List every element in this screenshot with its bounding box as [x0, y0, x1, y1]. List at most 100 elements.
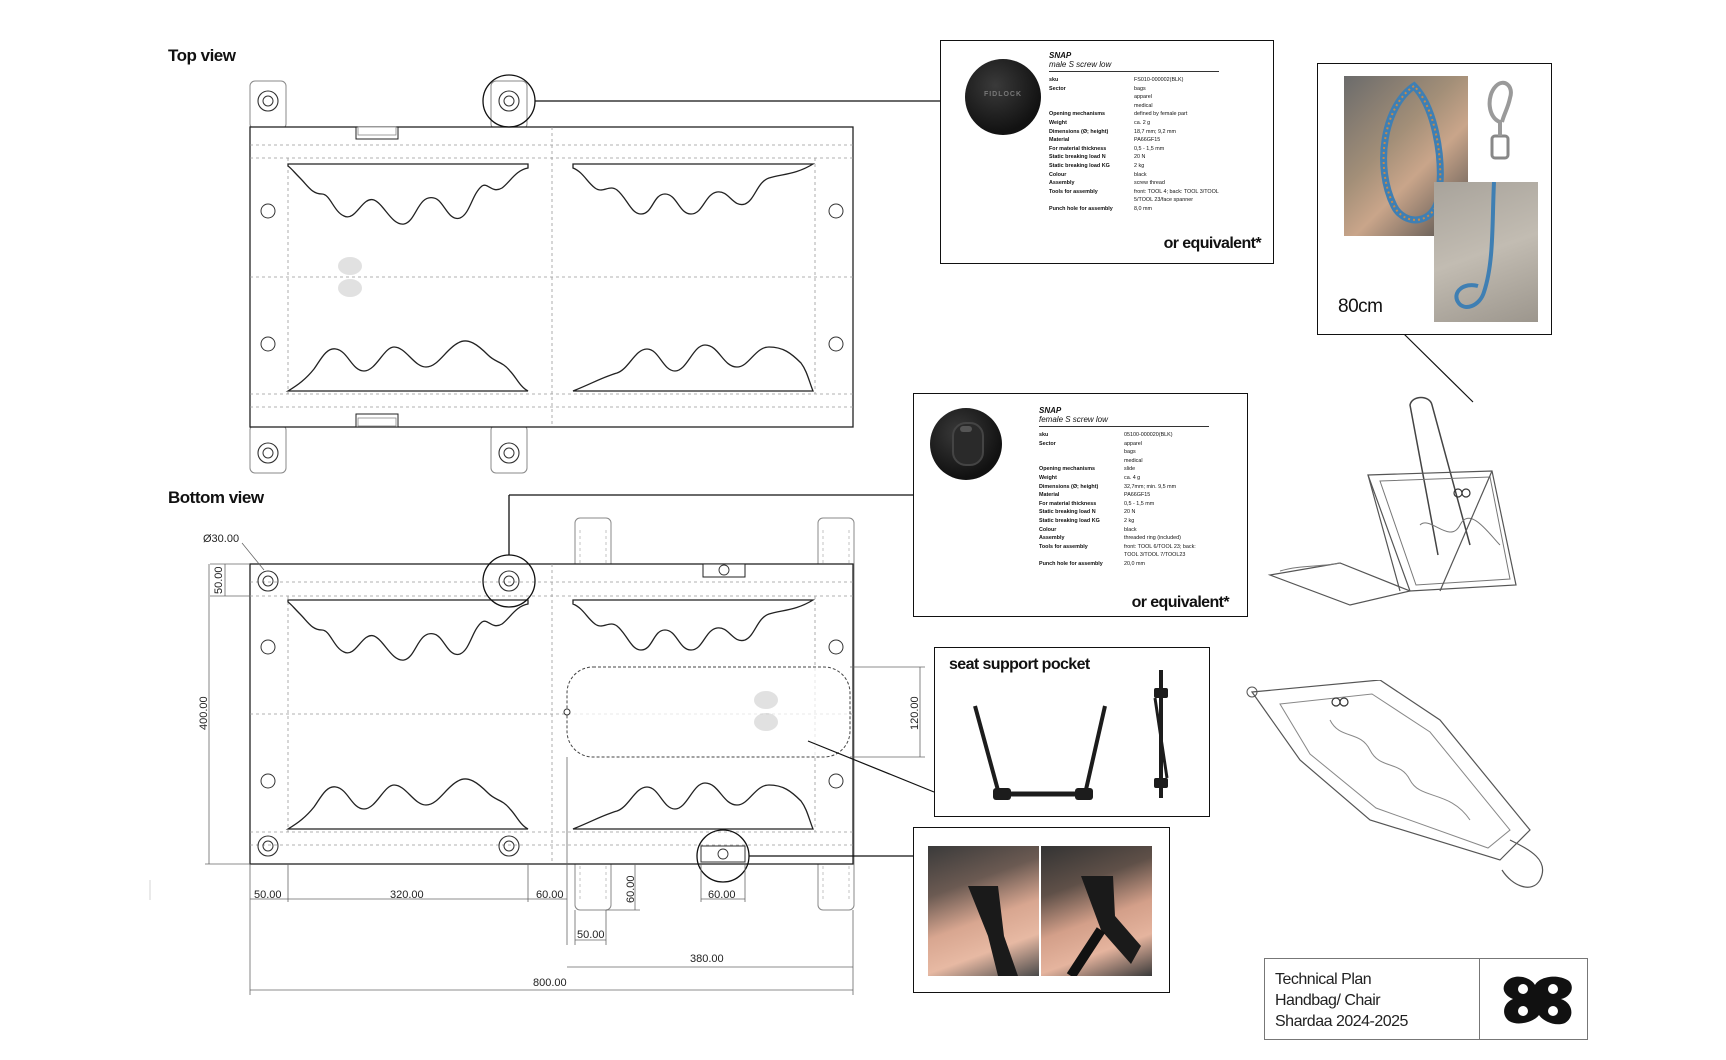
- spec-value: 5/TOOL 23/face spanner: [1134, 197, 1194, 204]
- spec-key: Weight: [1049, 119, 1067, 126]
- spec-value: 20 N: [1134, 154, 1146, 161]
- spec-value: slide: [1124, 466, 1136, 473]
- spec-value: ca. 4 g: [1124, 474, 1141, 481]
- spec-row: Weight ca. 4 g: [1039, 474, 1209, 483]
- hands-photo-box: [913, 827, 1170, 993]
- spec-row: Opening mechanisms slide: [1039, 465, 1209, 474]
- spec-key: Punch hole for assembly: [1039, 560, 1103, 567]
- spec-key: Dimensions (Ø; height): [1039, 483, 1099, 490]
- spec-key: [1049, 102, 1134, 111]
- spec-row: Dimensions (Ø; height) 18,7 mm; 9,2 mm: [1049, 128, 1219, 137]
- dim-h320: 320.00: [390, 889, 424, 901]
- seat-support-rods-image: [973, 670, 1169, 800]
- dim-v120: 120.00: [909, 696, 921, 730]
- spec-key: Punch hole for assembly: [1049, 205, 1113, 212]
- spec-key: Material: [1049, 137, 1070, 144]
- spec-row: Static breaking load N 20 N: [1039, 508, 1209, 517]
- spec-value: PA66GF15: [1134, 137, 1161, 144]
- spec-value: apparel: [1134, 94, 1152, 101]
- carabiner-image: [1480, 78, 1520, 168]
- hand-photo-left: [928, 846, 1039, 976]
- spec-value: FS010-000002(BLK): [1134, 77, 1184, 83]
- spec-value: apparel: [1124, 440, 1142, 447]
- snap-male-subtitle: male S screw low: [1049, 60, 1219, 72]
- dim-h50b: 50.00: [577, 929, 605, 941]
- dim-v60: 60.00: [625, 875, 637, 903]
- spec-value: 18,7 mm; 9,2 mm: [1134, 128, 1176, 135]
- spec-row: Sector apparel: [1039, 440, 1209, 449]
- spec-row: medical: [1049, 102, 1219, 111]
- spec-key: [1049, 196, 1134, 205]
- spec-row: Dimensions (Ø; height)32,7mm; min. 9,5 m…: [1039, 483, 1209, 492]
- spec-key: sku: [1049, 77, 1059, 83]
- bottom-view-drawing: Ø30.00 50.00 400.00 120.00 50.00 320.00 …: [198, 494, 935, 995]
- spec-row: Static breaking load N 20 N: [1049, 153, 1219, 162]
- spec-key: Static breaking load N: [1039, 509, 1096, 516]
- spec-value: TOOL 3/TOOL 7/TOOL23: [1124, 552, 1186, 559]
- spec-value: black: [1134, 171, 1147, 178]
- spec-row: Weight ca. 2 g: [1049, 119, 1219, 128]
- spec-value: 20 N: [1124, 509, 1136, 516]
- spec-row: Colour black: [1049, 171, 1219, 180]
- spec-key: For material thickness: [1039, 500, 1097, 507]
- brand-logo-icon: [1503, 976, 1572, 1025]
- spec-value: bags: [1134, 85, 1146, 92]
- spec-key: Sector: [1039, 440, 1056, 447]
- title-block-line2: Handbag/ Chair: [1275, 992, 1381, 1009]
- strap-photo-box: 80cm: [1317, 63, 1552, 335]
- spec-value: ca. 2 g: [1134, 119, 1151, 126]
- seat-support-pocket-title: seat support pocket: [949, 656, 1090, 673]
- snap-male-equivalent: or equivalent*: [1163, 235, 1262, 252]
- spec-value: bags: [1124, 449, 1136, 456]
- fidlock-logo: FIDLOCK: [983, 91, 1023, 98]
- spec-key: Weight: [1039, 474, 1057, 481]
- spec-key: Dimensions (Ø; height): [1049, 128, 1109, 135]
- spec-key: Assembly: [1049, 180, 1075, 187]
- spec-key: [1049, 93, 1134, 102]
- bottom-view-label: Bottom view: [168, 488, 264, 507]
- spec-value: PA66GF15: [1124, 492, 1151, 499]
- spec-row: apparel: [1049, 93, 1219, 102]
- faint-logo-top: [338, 257, 362, 297]
- spec-row: Material PA66GF15: [1049, 136, 1219, 145]
- dim-h60b: 60.00: [708, 889, 736, 901]
- spec-key: Colour: [1049, 171, 1067, 178]
- strap-flat-photo: [1434, 181, 1538, 322]
- dim-h380: 380.00: [690, 953, 724, 965]
- title-block: Technical Plan Handbag/ Chair Shardaa 20…: [1264, 958, 1588, 1040]
- spec-value: front: TOOL 4; back: TOOL 3/TOOL: [1134, 188, 1219, 195]
- spec-key: [1039, 457, 1124, 466]
- spec-value: 2 kg: [1134, 162, 1145, 169]
- spec-value: threaded ring (included): [1124, 535, 1181, 542]
- spec-key: Tools for assembly: [1039, 543, 1088, 550]
- spec-key: Static breaking load N: [1049, 154, 1106, 161]
- snap-female-equivalent: or equivalent*: [1131, 594, 1230, 611]
- spec-key: Opening mechanisms: [1039, 466, 1096, 473]
- spec-value: medical: [1134, 102, 1153, 109]
- spec-value: medical: [1124, 457, 1143, 464]
- spec-value: black: [1124, 526, 1137, 533]
- snap-male-spec-box: FIDLOCK SNAP male S screw low sku FS010-0…: [940, 40, 1274, 264]
- spec-row: 5/TOOL 23/face spanner: [1049, 196, 1219, 205]
- spec-value: 0,5 - 1,5 mm: [1134, 145, 1165, 152]
- spec-value: 20,0 mm: [1124, 560, 1145, 567]
- chair-upright-sketch: [1267, 396, 1517, 606]
- spec-row: TOOL 3/TOOL 7/TOOL23: [1039, 551, 1209, 560]
- spec-value: front: TOOL 6/TOOL 23; back:: [1124, 543, 1196, 550]
- chair-flat-sketch: [1246, 680, 1544, 888]
- snap-male-title: SNAP: [1049, 51, 1072, 60]
- strap-length-label: 80cm: [1338, 296, 1383, 317]
- top-view-label: Top view: [168, 46, 236, 65]
- spec-key: sku: [1039, 432, 1049, 438]
- spec-value: 05100-000020(BLK): [1124, 432, 1173, 438]
